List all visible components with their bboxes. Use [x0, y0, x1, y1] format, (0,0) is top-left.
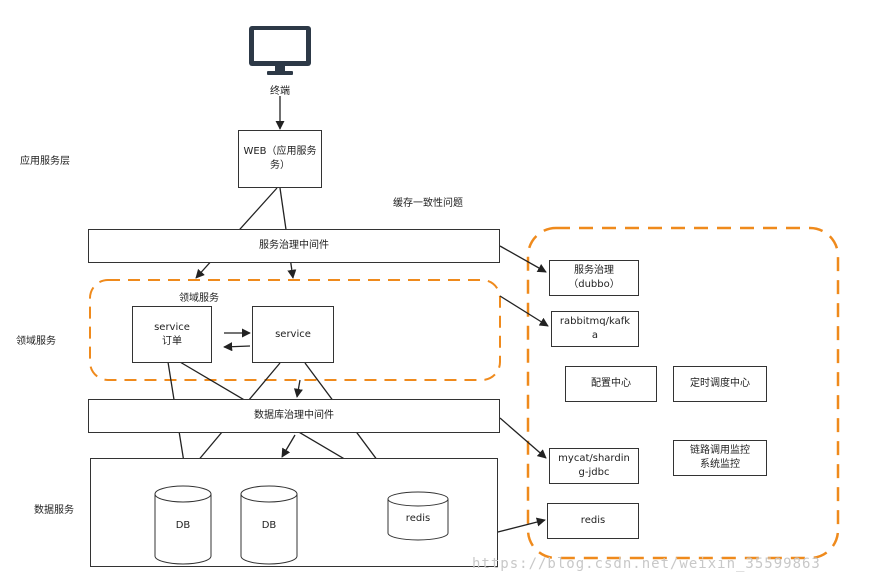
arrow-mw-db [281, 434, 296, 458]
domain-service-title: 领域服务 [179, 293, 219, 304]
layer-label-domain: 领域服务 [16, 336, 56, 347]
service-order-box: service 订单 [132, 306, 212, 363]
message-queue-box: rabbitmq/kafk a [551, 311, 639, 347]
mycat-sharding-box: mycat/shardin g-jdbc [549, 448, 639, 484]
database-cylinder-1: DB [154, 485, 212, 565]
web-app-service-box: WEB（应用服务 务） [238, 130, 322, 188]
database-governance-middleware-bar: 数据库治理中间件 [88, 399, 500, 433]
redis-label: redis [405, 513, 431, 524]
arrow-dbmw-to-mycat [499, 417, 547, 459]
redis-cylinder: redis [387, 491, 449, 541]
monitor-icon [249, 26, 311, 75]
trace-monitor-box: 链路调用监控 系统监控 [673, 440, 767, 476]
database-cylinder-2: DB [240, 485, 298, 565]
service-box: service [252, 306, 334, 363]
arrow-service-to-order [223, 342, 251, 352]
database-icon [154, 485, 212, 565]
arrow-domain-to-mq [499, 295, 549, 327]
terminal-label: 终端 [270, 86, 290, 97]
service-governance-dubbo-box: 服务治理 （dubbo） [549, 260, 639, 296]
cache-consistency-label: 缓存一致性问题 [393, 198, 463, 209]
watermark-text: https://blog.csdn.net/weixin_35599863 [472, 556, 821, 572]
config-center-box: 配置中心 [565, 366, 657, 402]
layer-label-data: 数据服务 [34, 505, 74, 516]
service-governance-middleware-bar: 服务治理中间件 [88, 229, 500, 263]
arrow-service-down [293, 379, 303, 398]
redis-database-icon [387, 491, 449, 541]
scheduler-center-box: 定时调度中心 [673, 366, 767, 402]
right-infrastructure-region [526, 226, 840, 560]
arrow-gov-to-dubbo [499, 245, 547, 273]
database-label: DB [175, 520, 191, 531]
layer-label-app: 应用服务层 [20, 156, 70, 167]
domain-service-region [89, 279, 501, 381]
database-label: DB [261, 520, 277, 531]
redis-box: redis [547, 503, 639, 539]
database-icon [240, 485, 298, 565]
